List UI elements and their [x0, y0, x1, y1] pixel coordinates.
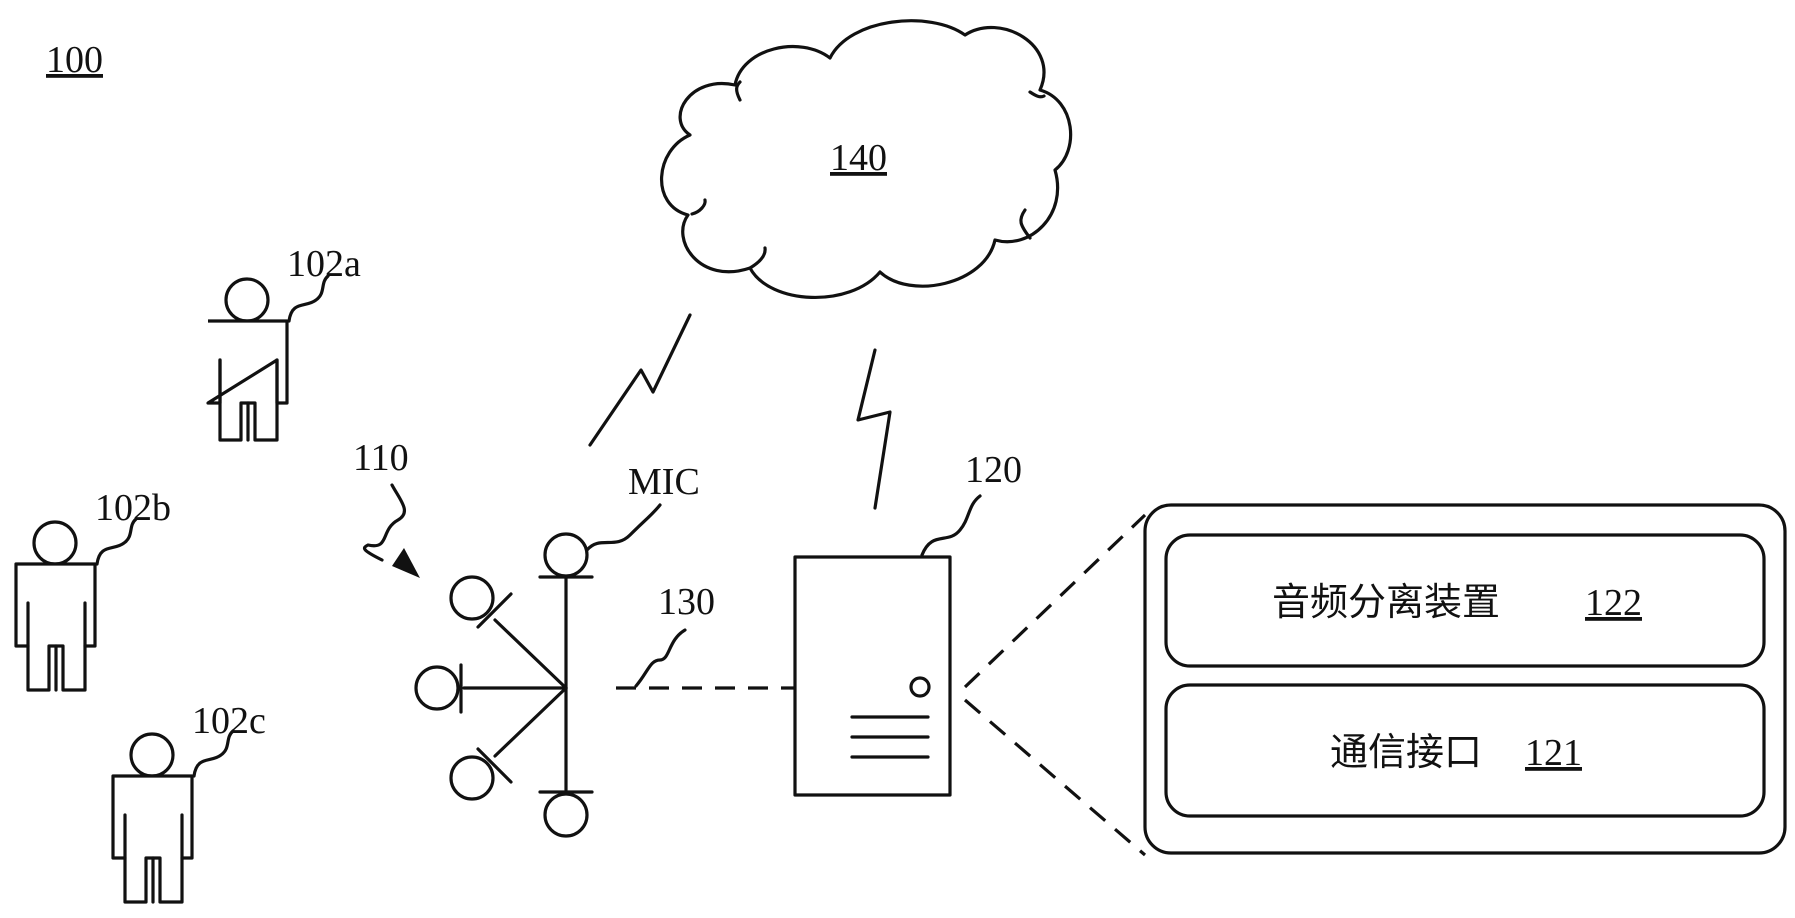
module-ref-label: 121 [1525, 732, 1582, 774]
module-name: 音频分离装置 [1272, 582, 1500, 624]
arrowhead-icon [392, 548, 420, 578]
module-name: 通信接口 [1330, 732, 1482, 774]
audio-separation-module [1164, 533, 1766, 668]
speaker-ref-label: 102a [287, 243, 361, 285]
speaker-ref-label: 102c [192, 700, 266, 742]
leader-line [634, 628, 687, 688]
cloud-network [660, 19, 1073, 300]
leader-line [287, 274, 330, 323]
leader-line [585, 503, 662, 552]
mic-array [414, 532, 594, 838]
mic-icon [449, 755, 495, 801]
server-ref-label: 120 [965, 449, 1022, 491]
mic-icon [543, 532, 589, 578]
module-ref-label: 122 [1585, 582, 1642, 624]
leader-line [192, 729, 235, 778]
mic-array-ref-label: 110 [353, 437, 409, 479]
leader-line [920, 494, 982, 557]
leader-line [95, 517, 138, 566]
speaker-figure [111, 732, 194, 904]
power-indicator-icon [909, 676, 931, 698]
system-ref-label: 100 [46, 39, 103, 81]
wireless-link-icon [856, 348, 892, 510]
zoom-line [963, 698, 1147, 857]
mic-icon [543, 792, 589, 838]
communication-interface-module [1164, 683, 1766, 818]
speaker-figure [206, 277, 289, 442]
zoom-line [963, 513, 1147, 689]
server [793, 555, 952, 797]
wireless-link-icon [588, 313, 692, 447]
mic-label: MIC [628, 461, 700, 503]
link-ref-label: 130 [658, 581, 715, 623]
mic-icon [449, 575, 495, 621]
leader-arrow [362, 483, 406, 562]
speaker-figure [14, 520, 97, 692]
speaker-ref-label: 102b [95, 487, 171, 529]
network-ref-label: 140 [830, 137, 887, 179]
mic-icon [414, 665, 460, 711]
